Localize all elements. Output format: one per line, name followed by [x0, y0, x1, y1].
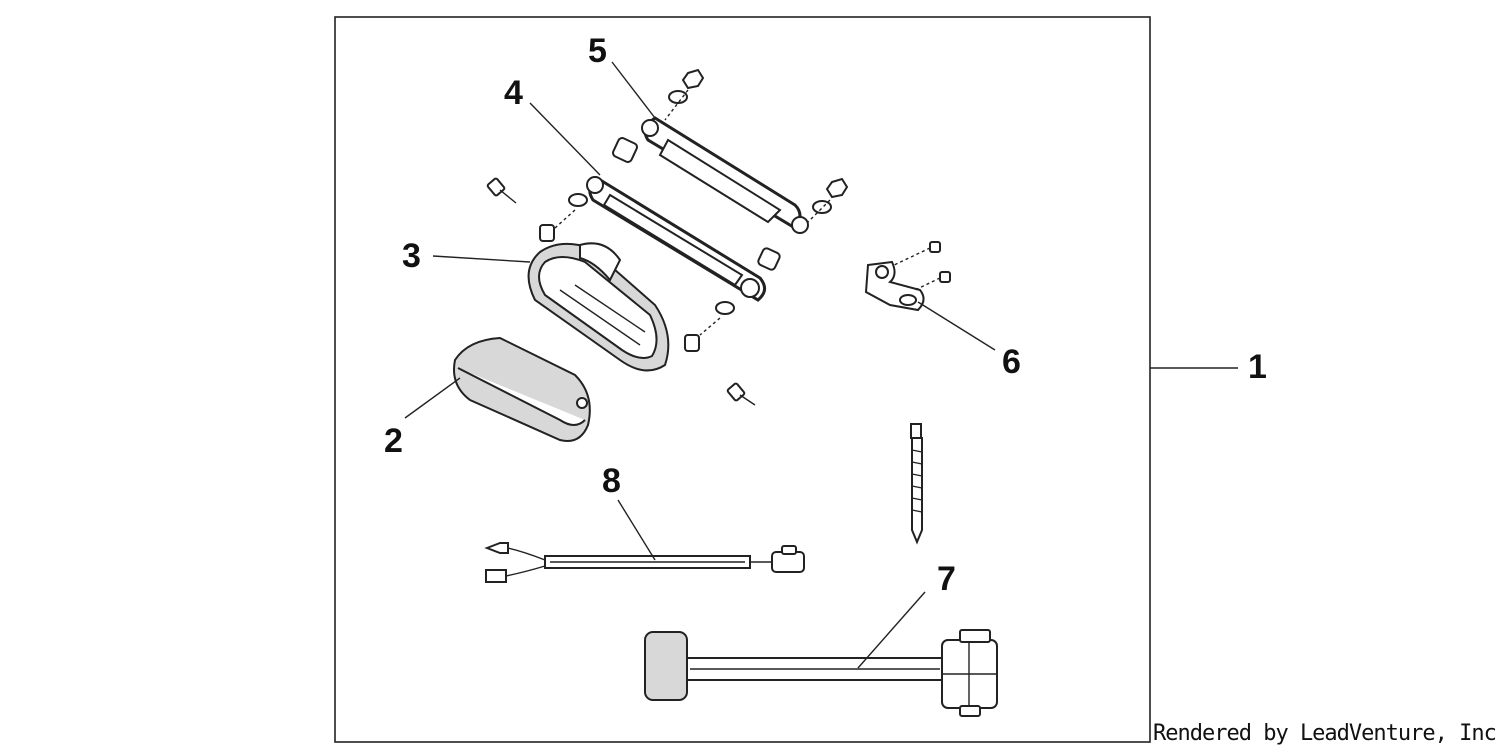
credit-text: Rendered by LeadVenture, Inc.	[1153, 721, 1500, 746]
part-2-lens	[453, 336, 591, 442]
callout-8: 8	[602, 462, 621, 500]
part-4-gasket	[586, 176, 766, 302]
callout-3: 3	[402, 237, 421, 275]
leader-line-5	[611, 61, 656, 119]
hardware-bolts	[486, 177, 756, 406]
callout-1: 1	[1248, 348, 1267, 386]
part-7-harness	[644, 629, 998, 717]
part-8-harness	[484, 542, 805, 583]
callout-4: 4	[504, 74, 523, 112]
callout-7: 7	[937, 560, 956, 598]
leader-line-7	[857, 591, 926, 669]
leader-line-2	[404, 377, 461, 419]
callout-5: 5	[588, 32, 607, 70]
callout-6: 6	[1002, 343, 1021, 381]
cable-tie	[910, 423, 923, 545]
diagram-frame	[334, 16, 1151, 743]
leader-line-3	[432, 255, 531, 263]
callout-2: 2	[384, 422, 403, 460]
hardware-nuts-washers	[554, 68, 849, 336]
part-6-bracket	[864, 241, 951, 312]
part-3-housing	[527, 242, 670, 372]
leader-line-4	[529, 102, 601, 176]
leader-line-6	[917, 301, 996, 351]
part-5-bracket	[612, 116, 809, 271]
leader-line-8	[617, 499, 656, 561]
